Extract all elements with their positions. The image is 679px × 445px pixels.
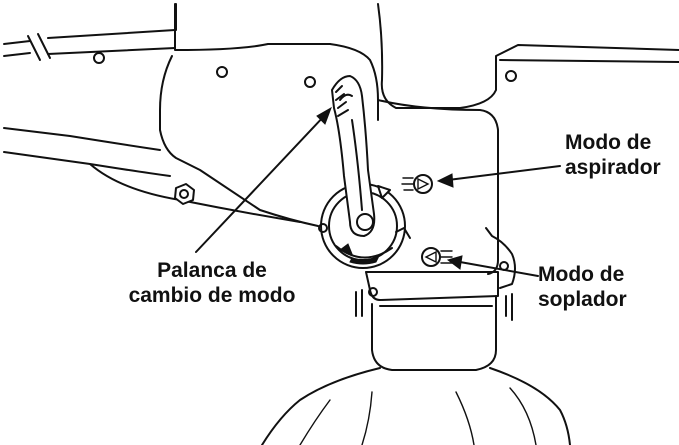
vacuum-callout-arrow [436,165,561,188]
main-housing [3,43,499,275]
lever-callout-arrow [195,106,332,253]
mode-lever-label-line-1: Palanca de [157,259,267,282]
vacuum-mode-label-line-2: aspirador [565,156,661,179]
collection-bag [261,367,571,445]
bag-connector [355,271,513,371]
mode-lever-label-line-2: cambio de modo [128,284,296,307]
blower-mode-label-line-1: Modo de [538,263,625,286]
vacuum-mode-label-line-1: Modo de [565,131,652,154]
side-latch [485,227,516,289]
vacuum-mode-label: Modo de aspirador [565,130,661,180]
blower-mode-icon [421,247,453,267]
mode-lever-label: Palanca de cambio de modo [112,258,312,308]
upper-handle [3,3,679,109]
blower-mode-label: Modo de soplador [538,262,627,312]
blower-callout-arrow [446,255,539,277]
blower-mode-label-line-2: soplador [538,288,627,311]
mode-change-lever [331,75,376,237]
vacuum-mode-icon [401,174,433,194]
